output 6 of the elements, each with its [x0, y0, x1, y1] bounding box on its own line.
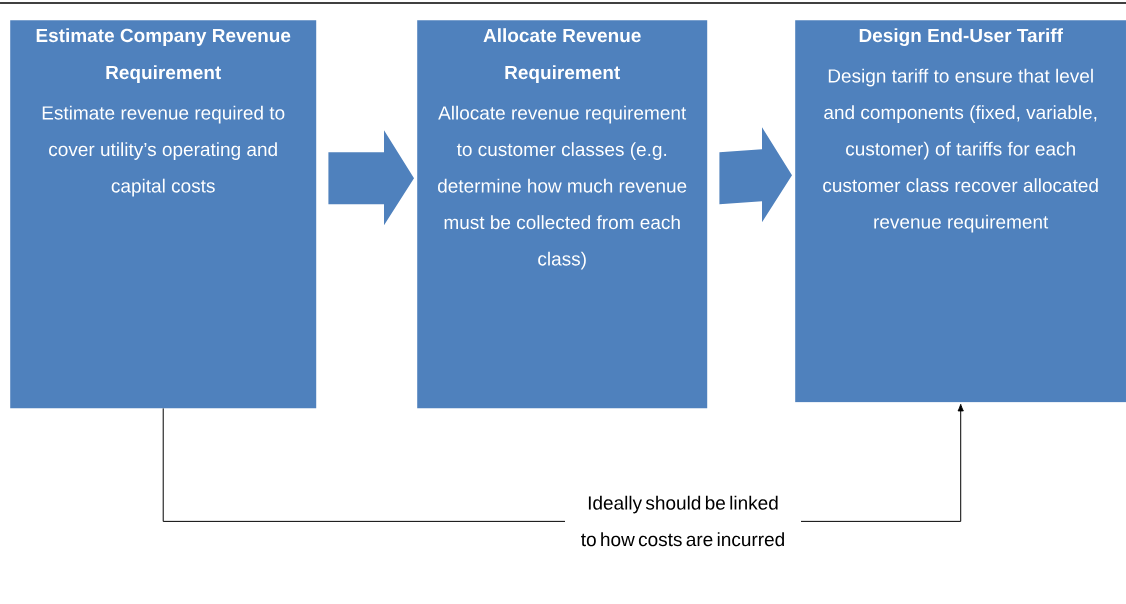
process-box: Estimate Company Revenue Requirement Estimate revenue required to cover utility’s operating and capital costs: [10, 20, 317, 409]
process-box: Design End-User Tariff Design tariff to ensure that level and components (fixed, variable, customer) of tariffs for each customer class recover allocated revenue requirement: [795, 20, 1126, 403]
block-arrow: [328, 130, 414, 226]
block-arrow: [719, 127, 792, 223]
process-box: Allocate Revenue Requirement Allocate revenue requirement to customer classes (e.g. determine how much revenue must be collected from each class): [417, 20, 708, 409]
edge-label: Ideally should be linked to how costs are incurred: [565, 492, 801, 550]
